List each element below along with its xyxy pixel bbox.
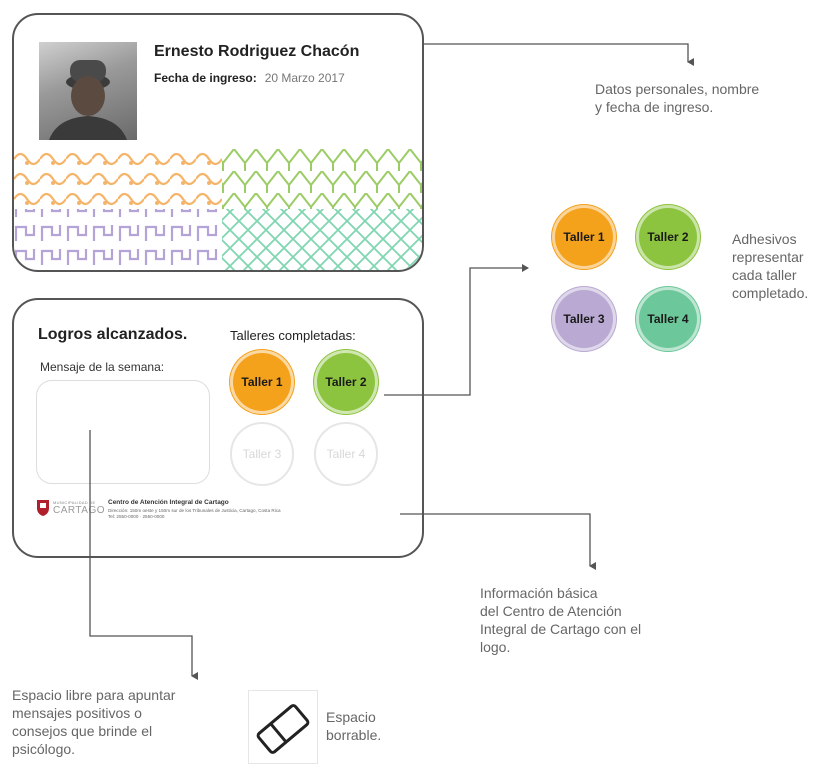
connector-espacio <box>89 430 198 680</box>
eraser-icon-box <box>248 690 318 764</box>
footer-info: Centro de Atención Integral de Cartago D… <box>108 499 398 519</box>
decorative-pattern <box>14 149 422 270</box>
logo-text: CARTAGO <box>53 505 106 516</box>
shield-logo-icon <box>37 500 49 516</box>
fecha-ingreso-row: Fecha de ingreso: 20 Marzo 2017 <box>154 69 345 87</box>
mensaje-label: Mensaje de la semana: <box>40 360 165 374</box>
mensaje-textbox[interactable] <box>36 380 210 484</box>
profile-card: Ernesto Rodriguez Chacón Fecha de ingres… <box>12 13 424 272</box>
annotation-adhesivos: Adhesivos representar cada taller comple… <box>732 231 809 301</box>
connector-info <box>400 513 596 570</box>
logros-card: Logros alcanzados. Mensaje de la semana:… <box>12 298 424 558</box>
annotation-info: Información básica del Centro de Atenció… <box>480 585 642 655</box>
talleres-label: Talleres completadas: <box>230 328 356 343</box>
taller-badge-3: Taller 3 <box>230 422 294 486</box>
sticker-taller-3: Taller 3 <box>552 287 616 351</box>
cartago-logo: MUNICIPALIDAD DE CARTAGO <box>36 499 105 517</box>
annotation-datos: Datos personales, nombre y fecha de ingr… <box>595 81 760 115</box>
footer-contact: Tel: 2550-0000 · 2550-0000 <box>108 514 165 519</box>
annotation-espacio-libre: Espacio libre para apuntar mensajes posi… <box>12 687 176 757</box>
sticker-taller-4: Taller 4 <box>636 287 700 351</box>
sticker-taller-1: Taller 1 <box>552 205 616 269</box>
eraser-icon <box>256 704 310 754</box>
sticker-taller-2: Taller 2 <box>636 205 700 269</box>
fecha-ingreso-label: Fecha de ingreso: <box>154 71 257 85</box>
footer-org: Centro de Atención Integral de Cartago <box>108 499 229 506</box>
connector-talleres <box>384 264 529 396</box>
logo-small-text: MUNICIPALIDAD DE <box>53 500 96 505</box>
taller-badge-1: Taller 1 <box>230 350 294 414</box>
taller-badge-2: Taller 2 <box>314 350 378 414</box>
profile-photo <box>39 42 137 140</box>
logros-title: Logros alcanzados. <box>38 326 188 343</box>
connector-datos <box>424 43 694 66</box>
fecha-ingreso-value: 20 Marzo 2017 <box>264 71 345 85</box>
footer-address: Dirección: 150m oeste y 150m sur de los … <box>108 508 281 513</box>
annotation-borrable: Espacio borrable. <box>326 709 382 743</box>
taller-badge-4: Taller 4 <box>314 422 378 486</box>
profile-name: Ernesto Rodriguez Chacón <box>154 43 360 60</box>
